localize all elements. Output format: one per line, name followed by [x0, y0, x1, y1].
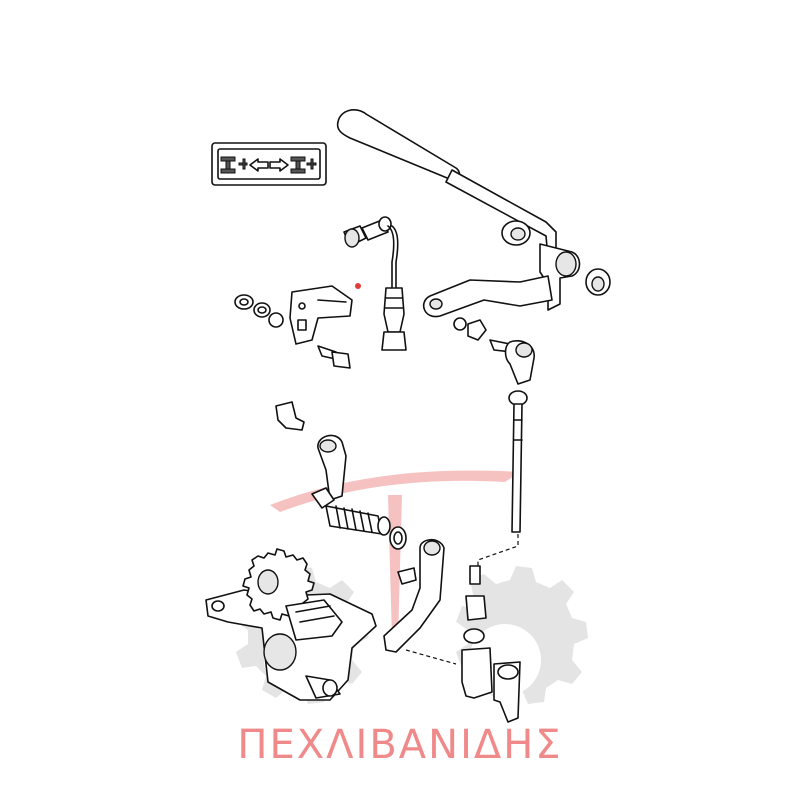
spring-lever: [311, 434, 407, 550]
switch-bracket: [234, 283, 361, 369]
rod-top-nut: [508, 390, 528, 406]
lever-handle-grip: [336, 109, 461, 182]
watermark-text: ΠΕΧΛΙΒΑΝΙΔΗΣ: [237, 722, 562, 768]
switch-connector: [383, 287, 405, 333]
shift-fork: [383, 538, 521, 723]
fork-clamp: [461, 647, 493, 699]
fork-bolt: [465, 595, 487, 621]
nut: [253, 302, 271, 318]
lever-crank-arm: [422, 275, 553, 318]
drive-switch-icon: [220, 156, 317, 174]
rod-washer: [453, 317, 467, 331]
gearbox-housing: [205, 548, 377, 701]
switch-cable: [387, 225, 395, 289]
switch-sensor: [343, 216, 407, 351]
drive-switch-plate: [211, 142, 327, 186]
small-pin: [275, 401, 305, 431]
spring-washer: [389, 526, 407, 550]
washer: [234, 294, 254, 310]
marker-dot: [355, 283, 361, 289]
housing-bore: [263, 633, 297, 671]
control-rod: [511, 403, 523, 533]
bracket-bolt: [317, 345, 351, 369]
watermark-stem: [388, 495, 402, 640]
rod-nut: [467, 319, 487, 341]
ball-joint-rod: [453, 317, 535, 570]
gear-lever: [336, 109, 611, 318]
